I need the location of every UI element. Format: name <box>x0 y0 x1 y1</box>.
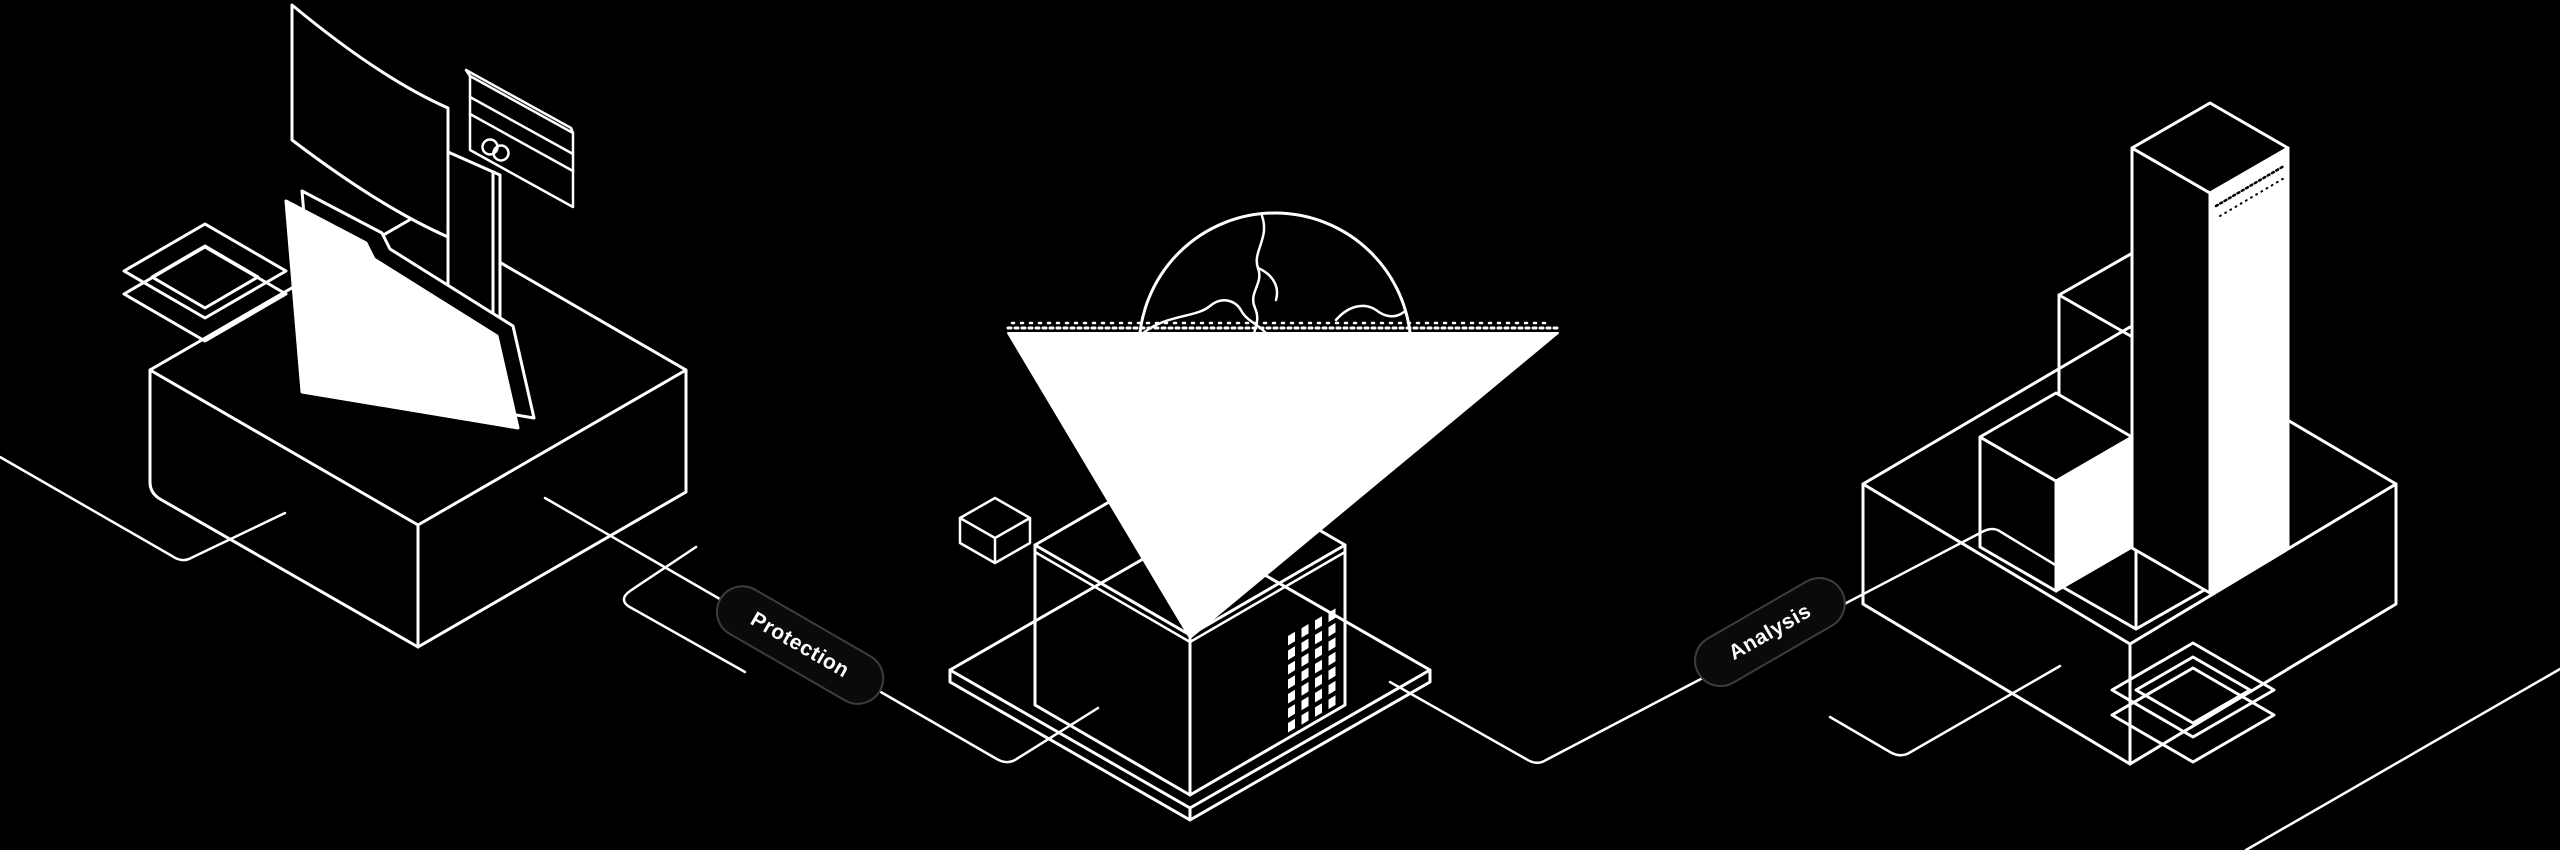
vent-dot <box>1328 637 1336 652</box>
vent-dot <box>1328 695 1336 710</box>
middle-scene <box>948 211 1560 822</box>
decor-line-bottom-right <box>2244 667 2560 850</box>
layer-outer-top <box>2110 641 2276 739</box>
vent-dot <box>1301 653 1309 667</box>
bar-chart-icon <box>1978 101 2290 631</box>
bar-noise-edge <box>2219 176 2287 217</box>
vent-dot <box>1301 638 1309 653</box>
card-stripe <box>468 95 575 156</box>
vent-dot <box>1328 651 1336 666</box>
layer-outer-bottom <box>2110 666 2276 764</box>
decor-stub-left-box <box>622 545 747 674</box>
decor-line-left <box>0 455 287 562</box>
vent-dot <box>1315 688 1322 703</box>
vent-dot <box>1301 624 1309 638</box>
vent-dot <box>1288 675 1295 689</box>
cube-top <box>958 496 1032 540</box>
vent-dot <box>1315 645 1322 659</box>
card-logo-circle <box>492 144 510 162</box>
projector-platform <box>948 530 1432 822</box>
vent-dot <box>1301 711 1309 725</box>
cube-sides <box>958 516 1032 565</box>
vent-dot <box>1288 646 1295 660</box>
box-right-edges <box>416 368 688 649</box>
connector-lines <box>0 455 2560 850</box>
vent-dot <box>1328 622 1336 637</box>
bar-left-face <box>2130 146 2212 595</box>
box-left-edges <box>148 368 420 649</box>
bar-noise-edge <box>2214 164 2286 208</box>
vent-dot <box>1288 718 1295 733</box>
projector-rim <box>1033 550 1347 644</box>
beam-body <box>1007 332 1559 639</box>
left-scene <box>122 3 688 649</box>
vent-dot <box>1288 704 1295 718</box>
projection-beam <box>1006 321 1560 639</box>
card-stripe <box>468 112 575 173</box>
vent-dot <box>1315 630 1322 645</box>
stacked-layers-icon <box>2110 641 2276 764</box>
layer-inner <box>150 244 260 310</box>
connector-line-protection <box>543 496 1100 764</box>
vent-dot <box>1315 659 1322 674</box>
box-right-edges <box>2128 482 2398 766</box>
vent-dot <box>1328 680 1336 695</box>
projector-vent-grid <box>1288 608 1336 733</box>
platform-rim <box>948 668 1432 822</box>
folder-front-panel <box>284 199 520 430</box>
folder-icon <box>284 189 536 430</box>
credit-card-icon <box>464 68 575 209</box>
vent-dot <box>1315 674 1322 688</box>
vent-dot <box>1288 689 1295 704</box>
vent-dot <box>1315 703 1322 717</box>
bar-tall <box>2130 101 2290 595</box>
projector-left-face <box>1033 543 1192 797</box>
bar-top <box>2130 101 2290 195</box>
vent-dot <box>1288 660 1295 675</box>
layer-inner <box>2134 655 2252 725</box>
vent-dot <box>1315 616 1322 630</box>
layer-outer-bottom <box>122 245 288 343</box>
bar-top <box>1978 391 2134 483</box>
vent-dot <box>1328 608 1336 623</box>
layer-outer-top <box>122 222 288 320</box>
projector-right-face <box>1188 543 1347 797</box>
cube-icon <box>958 496 1032 565</box>
bar-small <box>1978 391 2134 593</box>
vent-dot <box>1288 631 1295 646</box>
vent-dot <box>1301 682 1309 696</box>
vent-dot <box>1301 667 1309 682</box>
right-scene <box>1861 101 2398 766</box>
vent-dot <box>1301 696 1309 711</box>
stacked-layers-icon <box>122 222 288 343</box>
vent-dot <box>1328 666 1336 681</box>
bar-right-face <box>2208 146 2290 595</box>
decor-stub-right-box <box>1828 664 2062 757</box>
